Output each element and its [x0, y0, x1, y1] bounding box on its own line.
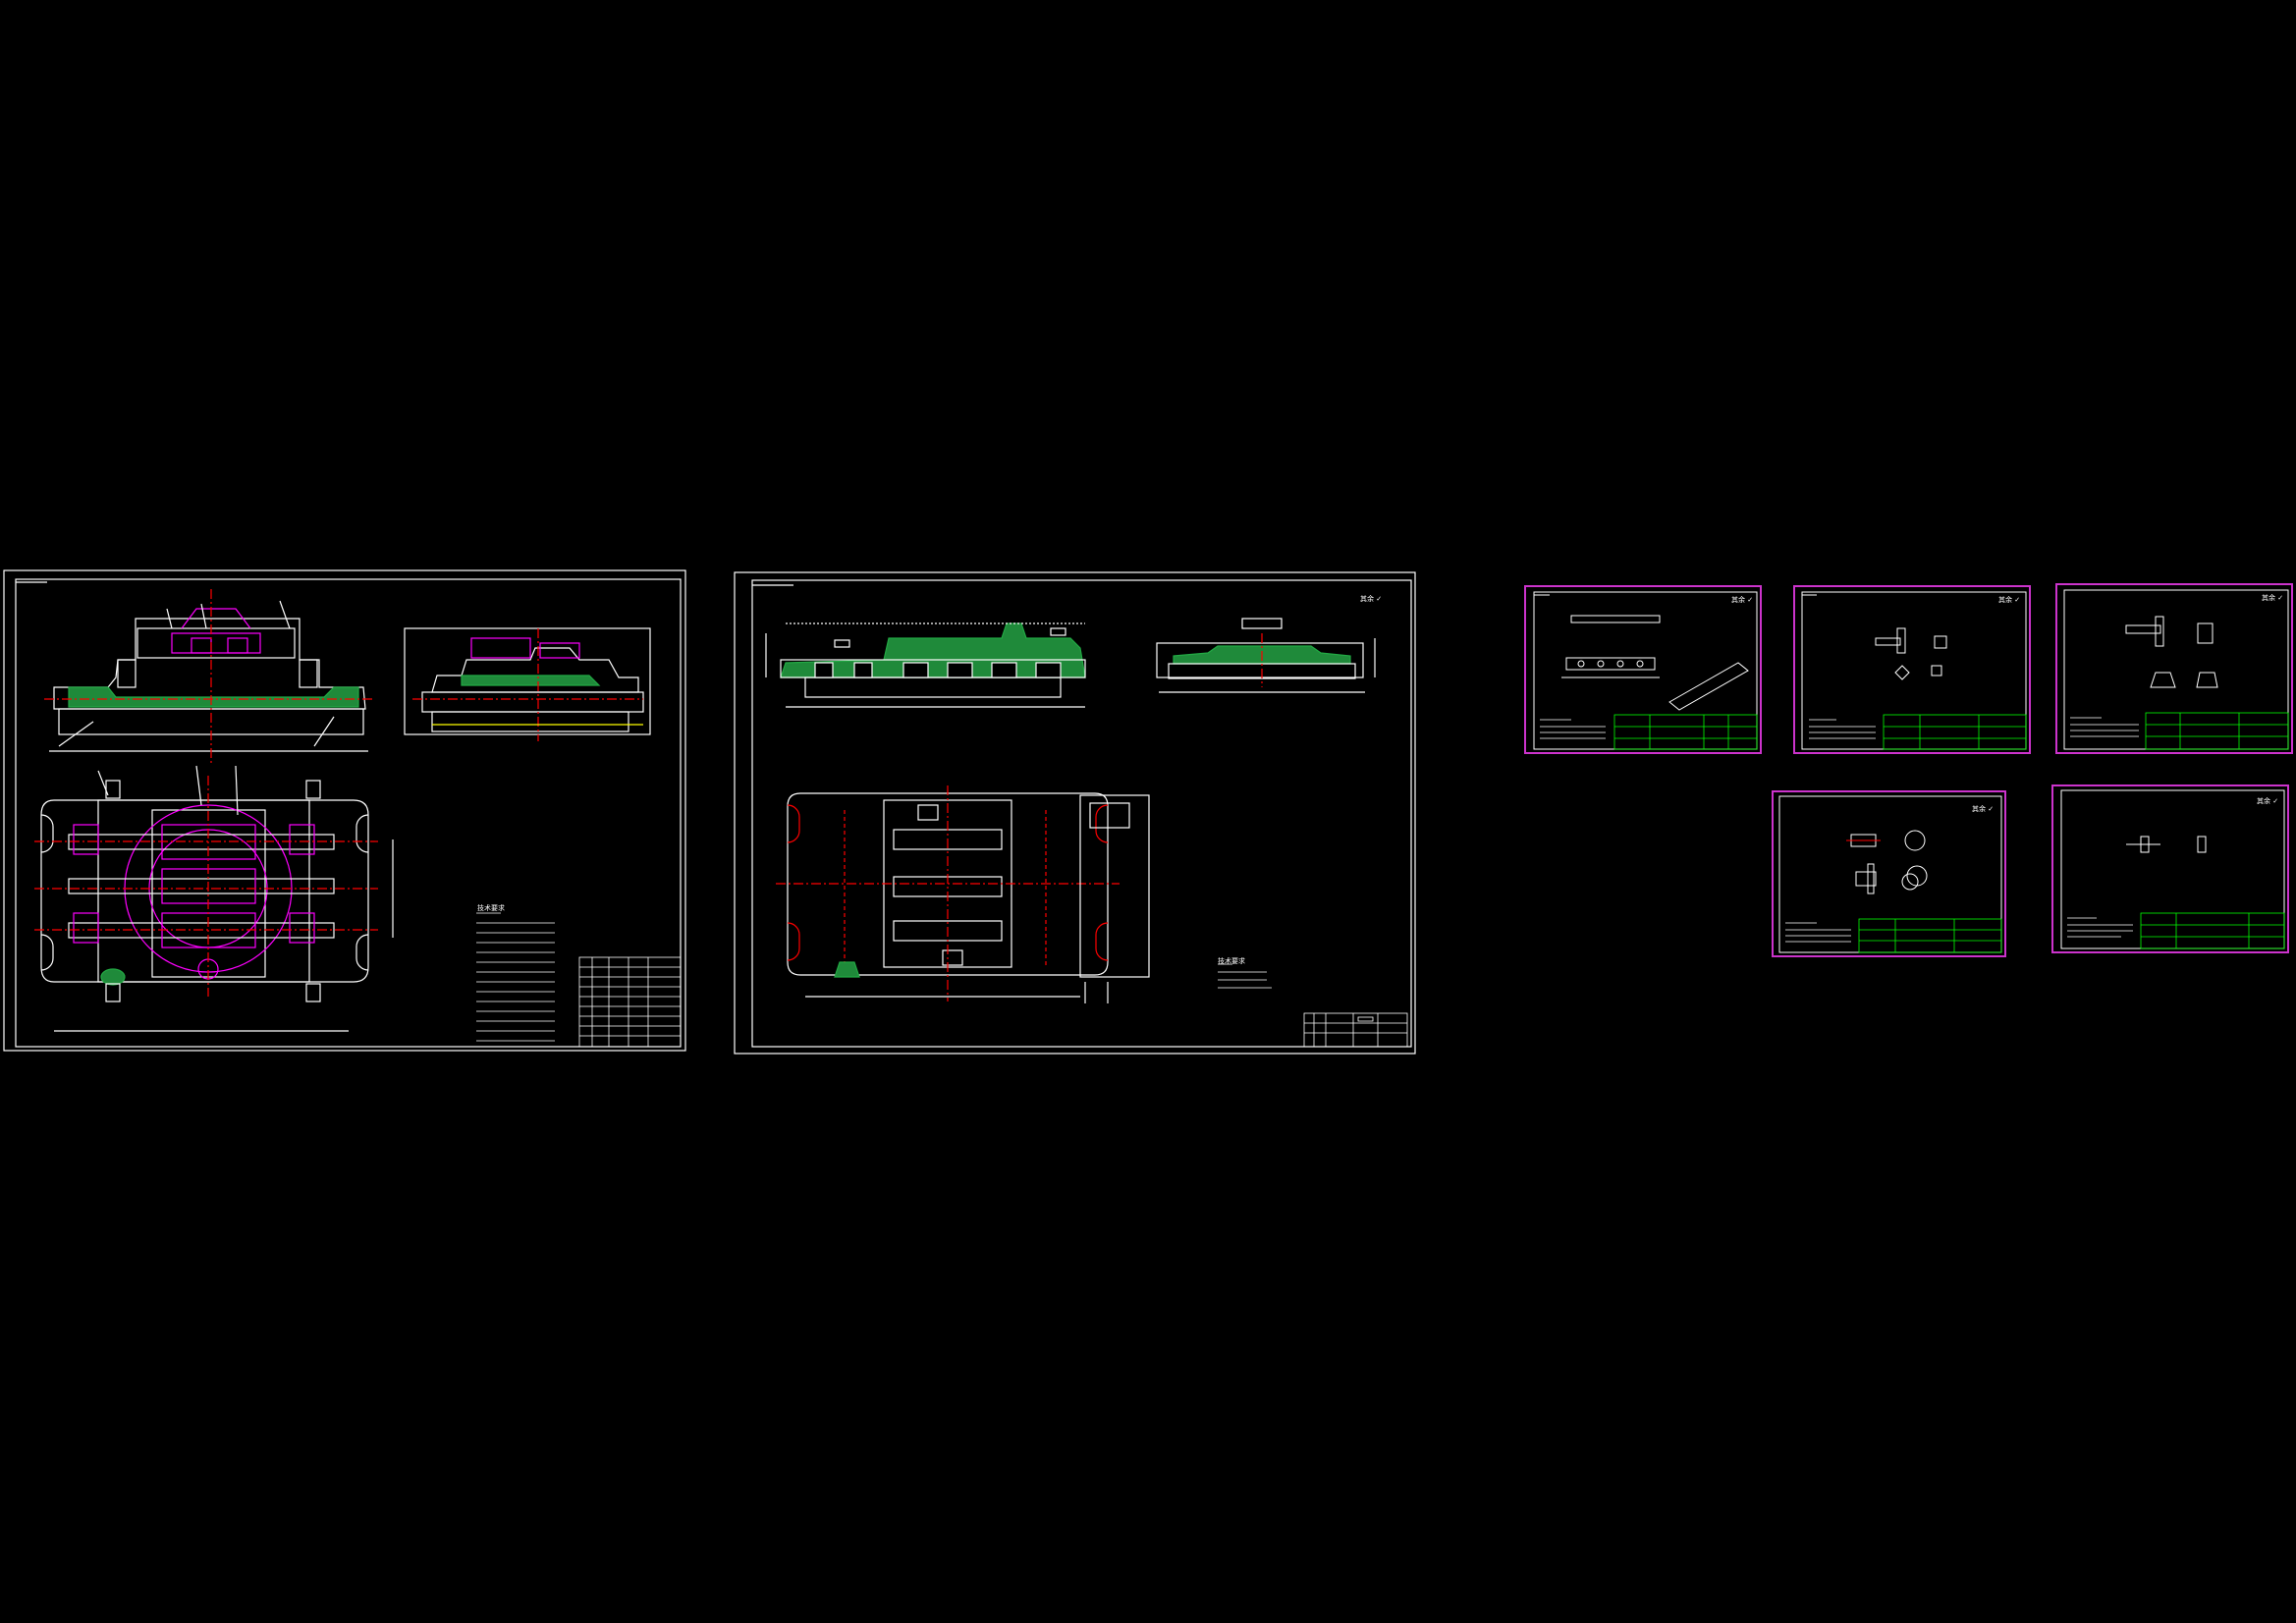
roughness-mark: 其余 ✓	[2262, 594, 2284, 602]
assembly-front-view	[44, 589, 373, 766]
roughness-mark: 其余 ✓	[1360, 595, 1383, 603]
title-block	[2145, 712, 2289, 750]
part-sheet-3	[2055, 583, 2293, 754]
roughness-mark: 其余 ✓	[1972, 805, 1995, 813]
base-plate-notes	[1218, 963, 1272, 989]
base-plate-top-view	[776, 785, 1150, 1003]
base-plate-sheet	[734, 571, 1416, 1055]
title-block	[1613, 714, 1758, 750]
part-sheet-2	[1793, 585, 2031, 754]
assembly-title-block	[578, 956, 682, 1048]
title-block	[1883, 714, 2027, 750]
sheet-inner-frame	[15, 578, 682, 1048]
title-block	[2140, 912, 2285, 949]
sheet-inner-frame	[751, 579, 1412, 1048]
roughness-mark: 其余 ✓	[1998, 596, 2021, 604]
base-plate-notes-heading: 技术要求	[1218, 957, 1245, 965]
assembly-top-view	[34, 765, 394, 1032]
base-plate-side-section	[1156, 618, 1376, 693]
sheet-border	[3, 569, 686, 1052]
sheet-border	[734, 571, 1416, 1055]
assembly-side-view	[404, 627, 651, 741]
roughness-mark: 其余 ✓	[2257, 797, 2279, 805]
roughness-mark: 其余 ✓	[1731, 596, 1754, 604]
assembly-notes	[476, 912, 555, 1042]
base-plate-title-block	[1303, 1012, 1408, 1048]
assembly-notes-heading: 技术要求	[477, 904, 505, 912]
part-sheet-5	[2051, 784, 2289, 953]
assembly-sheet	[3, 569, 686, 1052]
base-plate-front-section	[765, 622, 1086, 708]
part-sheet-1	[1524, 585, 1762, 754]
part-sheet-4	[1772, 790, 2006, 957]
title-block	[1858, 918, 2002, 953]
